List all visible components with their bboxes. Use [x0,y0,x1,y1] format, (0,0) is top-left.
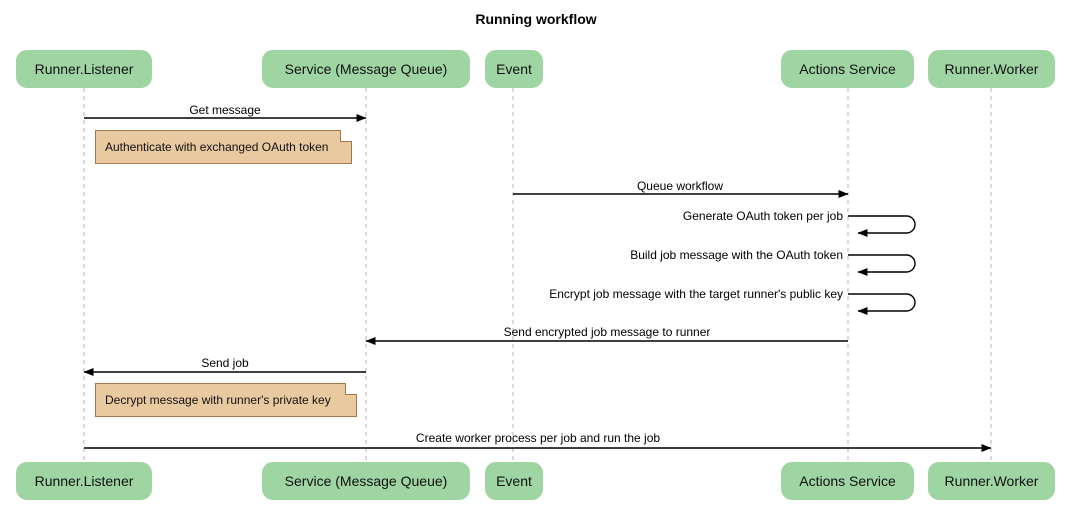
participant-service-message-queue-bottom[interactable]: Service (Message Queue) [262,462,470,500]
participant-event-top[interactable]: Event [485,50,543,88]
participant-runner-worker-bottom[interactable]: Runner.Worker [928,462,1055,500]
participant-actions-service-bottom[interactable]: Actions Service [781,462,914,500]
participant-actions-service-top[interactable]: Actions Service [781,50,914,88]
messages-group [83,114,992,452]
participant-label: Actions Service [799,473,896,489]
participant-event-bottom[interactable]: Event [485,462,543,500]
participant-label: Runner.Worker [944,61,1039,77]
participant-label: Service (Message Queue) [284,473,448,489]
participant-runner-listener-top[interactable]: Runner.Listener [16,50,152,88]
message-label-encrypt-job-message-with-the-target-runners-public-key: Encrypt job message with the target runn… [549,287,843,301]
note-fold-corner-icon [340,130,352,142]
participant-label: Runner.Worker [944,473,1039,489]
message-build-job-message-with-the-oauth-token [848,254,916,276]
note-text: Authenticate with exchanged OAuth token [105,140,329,154]
message-encrypt-job-message-with-the-target-runners-public-key [848,293,916,315]
message-label-get-message: Get message [189,103,261,117]
message-label-queue-workflow: Queue workflow [636,179,724,193]
participant-label: Runner.Listener [34,473,134,489]
message-label-create-worker-process-per-job-and-run-the-job: Create worker process per job and run th… [415,431,661,445]
participant-label: Event [496,473,532,489]
note-authenticate-with-exchanged-oauth-token: Authenticate with exchanged OAuth token [95,130,352,164]
participant-label: Event [496,61,532,77]
message-label-build-job-message-with-the-oauth-token: Build job message with the OAuth token [630,248,843,262]
message-label-send-encrypted-job-message-to-runner: Send encrypted job message to runner [503,325,711,339]
message-label-send-job: Send job [201,356,249,370]
participant-runner-worker-top[interactable]: Runner.Worker [928,50,1055,88]
participant-label: Service (Message Queue) [284,61,448,77]
note-decrypt-message-with-runners-private-key: Decrypt message with runner's private ke… [95,383,357,417]
participant-label: Actions Service [799,61,896,77]
participant-label: Runner.Listener [34,61,134,77]
message-label-generate-oauth-token-per-job: Generate OAuth token per job [682,209,843,223]
note-fold-corner-icon [345,383,357,395]
participant-service-message-queue-top[interactable]: Service (Message Queue) [262,50,470,88]
participant-runner-listener-bottom[interactable]: Runner.Listener [16,462,152,500]
message-generate-oauth-token-per-job [848,215,916,237]
note-text: Decrypt message with runner's private ke… [105,393,331,407]
lifelines-group [83,88,992,462]
page-title: Running workflow [475,11,597,27]
